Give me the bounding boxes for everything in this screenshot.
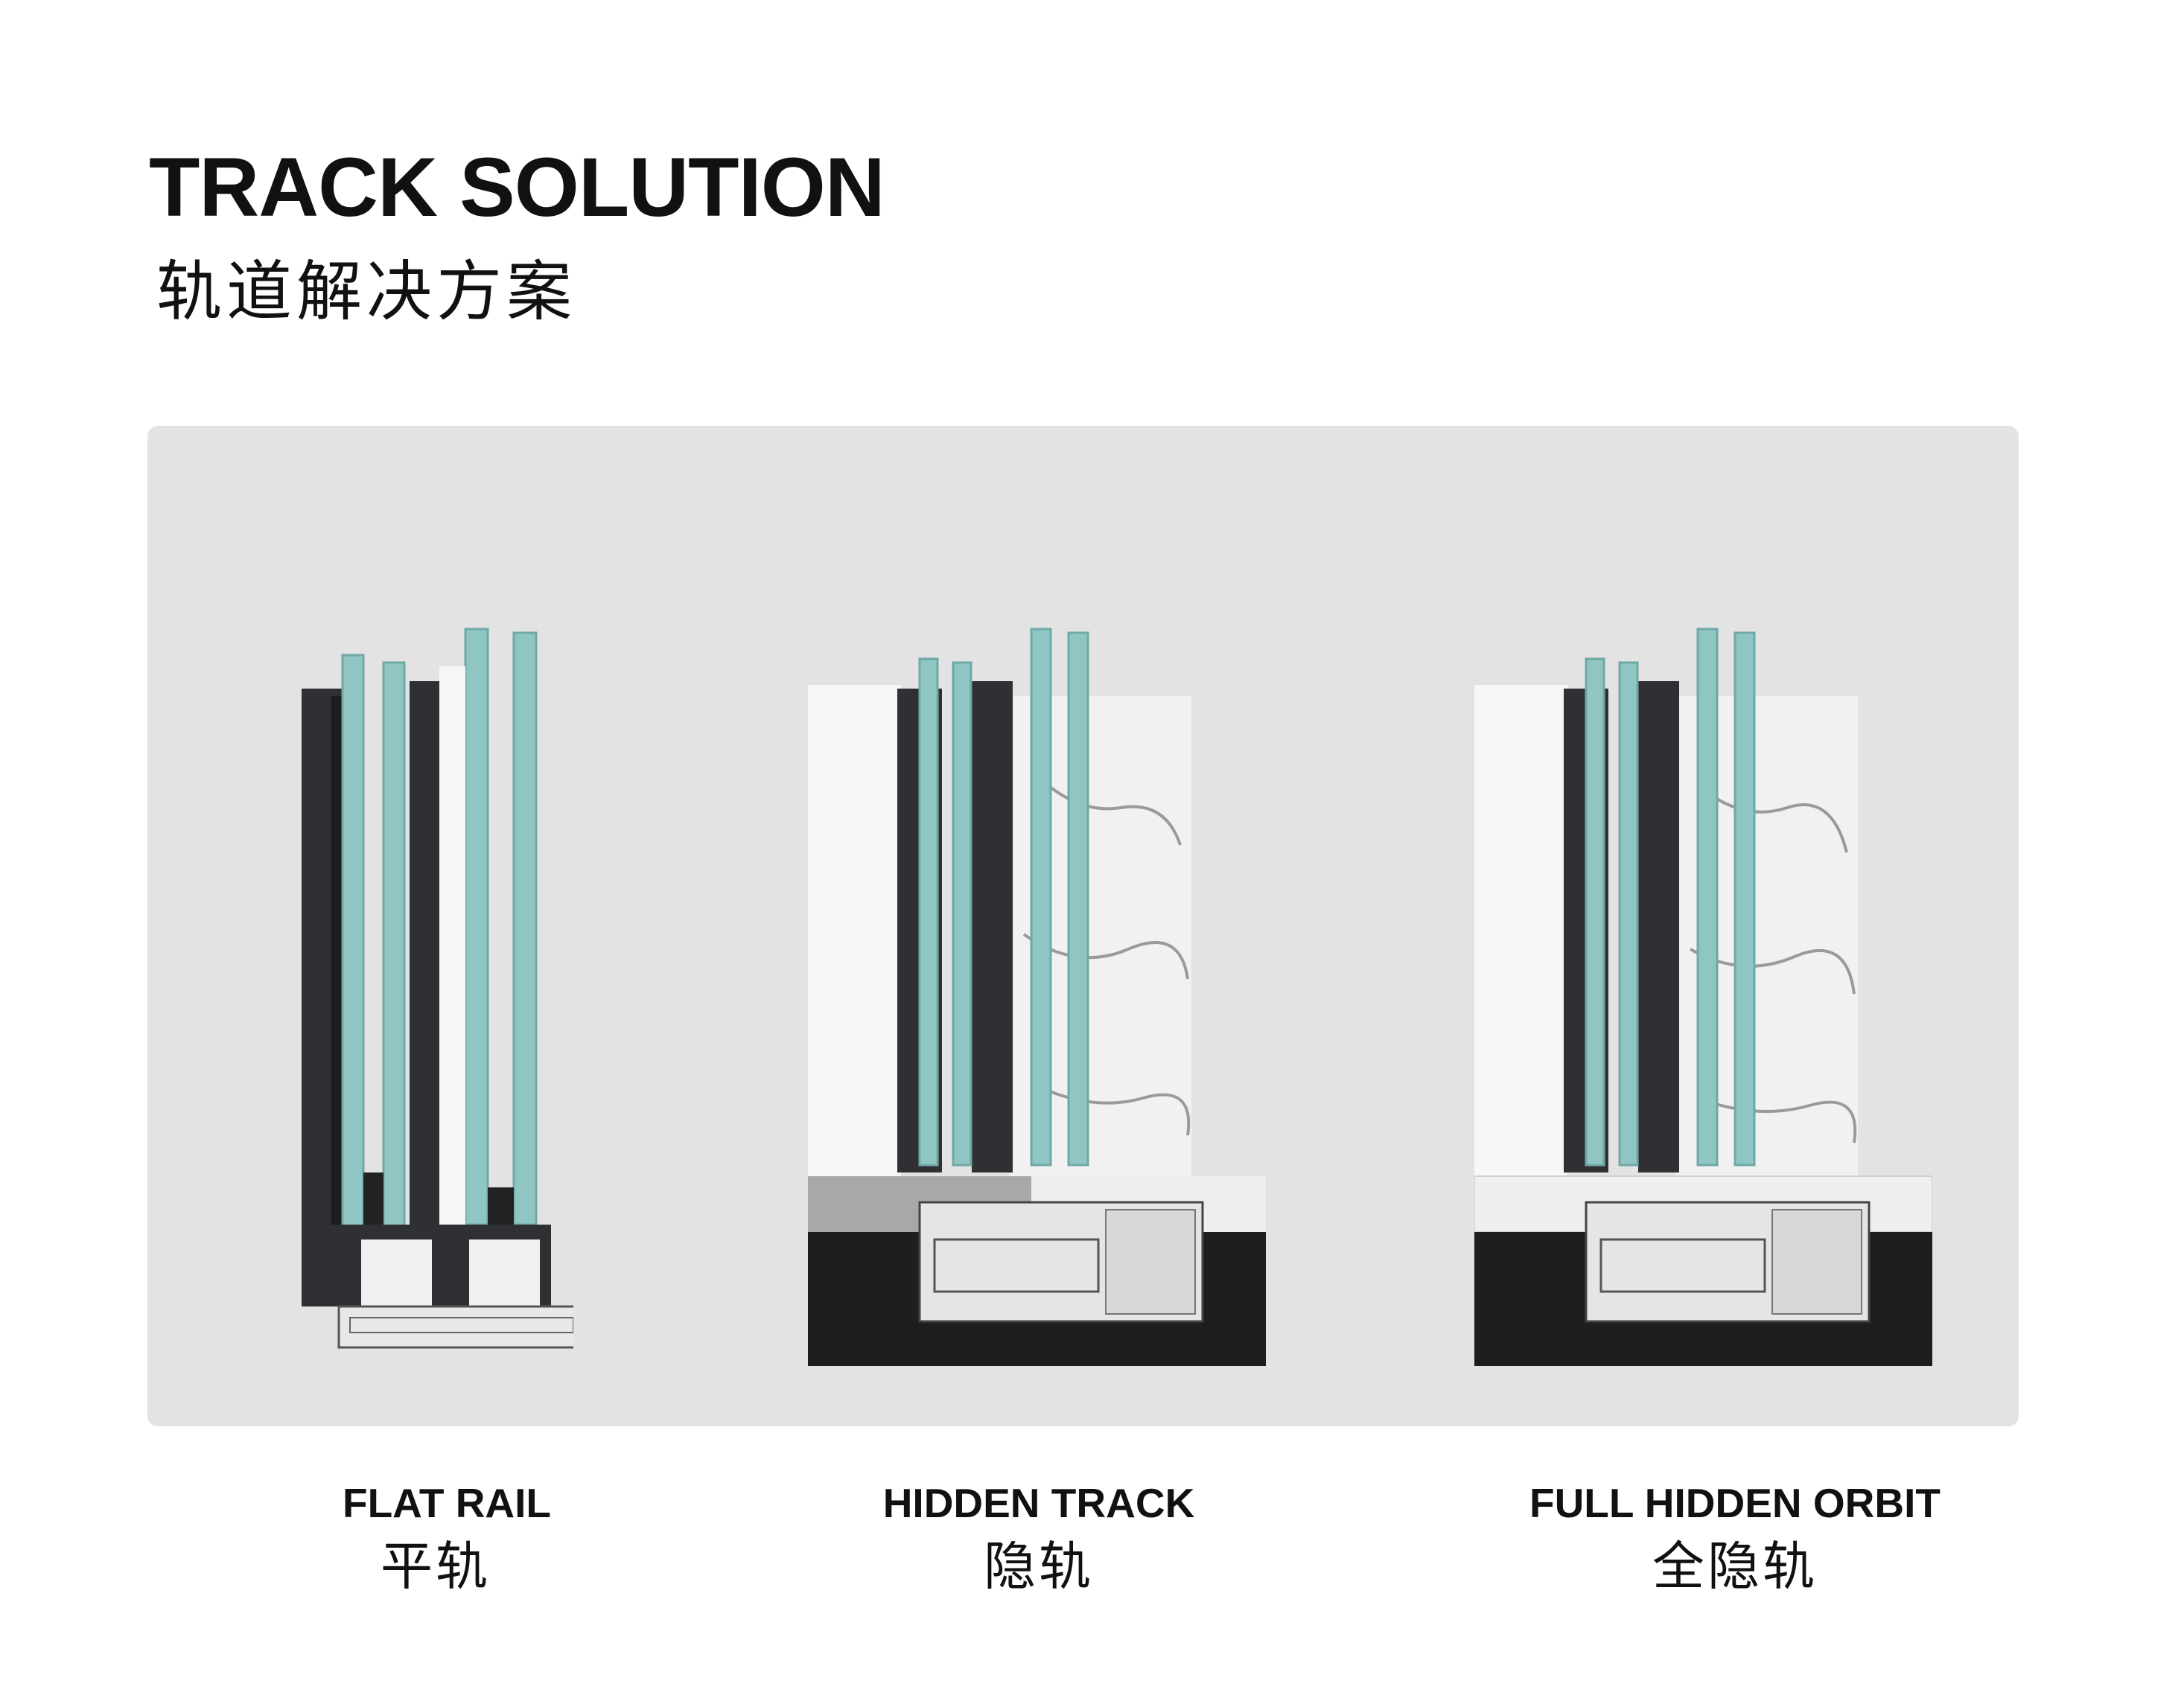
caption-full-hidden-orbit: FULL HIDDEN ORBIT 全隐轨 (1512, 1480, 1958, 1595)
caption-hidden-track-zh: 隐轨 (984, 1537, 1094, 1595)
hidden-track-section-image (808, 628, 1266, 1366)
caption-flat-rail-zh: 平轨 (381, 1537, 491, 1595)
caption-full-hidden-orbit-zh: 全隐轨 (1652, 1537, 1818, 1595)
caption-hidden-track-en: HIDDEN TRACK (882, 1480, 1195, 1526)
caption-hidden-track: HIDDEN TRACK 隐轨 (864, 1480, 1214, 1595)
caption-full-hidden-orbit-en: FULL HIDDEN ORBIT (1529, 1480, 1941, 1526)
page-title: TRACK SOLUTION (149, 141, 885, 234)
flat-rail-illustration (298, 622, 573, 1366)
full-hidden-orbit-illustration (1474, 622, 1932, 1366)
flat-rail-section-image (302, 628, 573, 1349)
page-subtitle: 轨道解决方案 (156, 255, 577, 328)
full-hidden-orbit-section-image (1474, 628, 1932, 1366)
caption-flat-rail: FLAT RAIL 平轨 (320, 1480, 573, 1593)
hidden-track-illustration (808, 622, 1266, 1366)
caption-flat-rail-en: FLAT RAIL (342, 1480, 552, 1526)
